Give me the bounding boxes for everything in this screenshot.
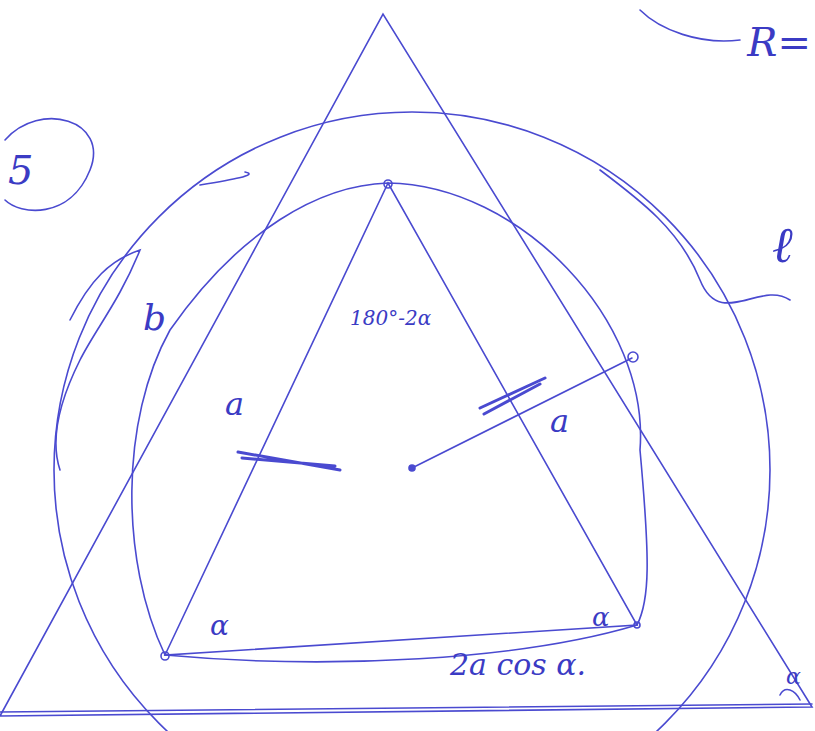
center-dot [409, 465, 415, 471]
scribble [780, 690, 800, 700]
sketch-label: ℓ [772, 220, 793, 270]
circle-mark [5, 119, 94, 211]
sketch-label: 180°-2α [350, 308, 431, 328]
sketch-label: 5 [8, 150, 33, 190]
scribble [600, 170, 790, 303]
vertex-dot [384, 180, 392, 188]
inner-triangle [165, 183, 637, 655]
vertex-dot [634, 622, 640, 628]
vertex-dot [161, 652, 169, 660]
sketch-label: α [592, 604, 610, 630]
inner-curve [132, 183, 647, 662]
radius-line [414, 358, 632, 467]
circumcircle [54, 112, 770, 731]
sketch-label: α [210, 612, 229, 640]
sketch-label: b [143, 300, 166, 336]
scribble [56, 250, 140, 470]
sketch-label: α [786, 666, 801, 688]
stroke-mark [640, 10, 740, 41]
tick-mark [238, 452, 340, 470]
sketch-label: 2a cos α. [450, 650, 586, 680]
sketch-label: a [550, 405, 569, 437]
outer-triangle [0, 14, 812, 716]
base-line [0, 704, 812, 712]
tangent-point [628, 352, 638, 362]
tick-mark [480, 378, 545, 414]
scribble [200, 172, 249, 185]
sketch-label: R= [747, 22, 811, 62]
sketch-label: a [225, 388, 244, 420]
